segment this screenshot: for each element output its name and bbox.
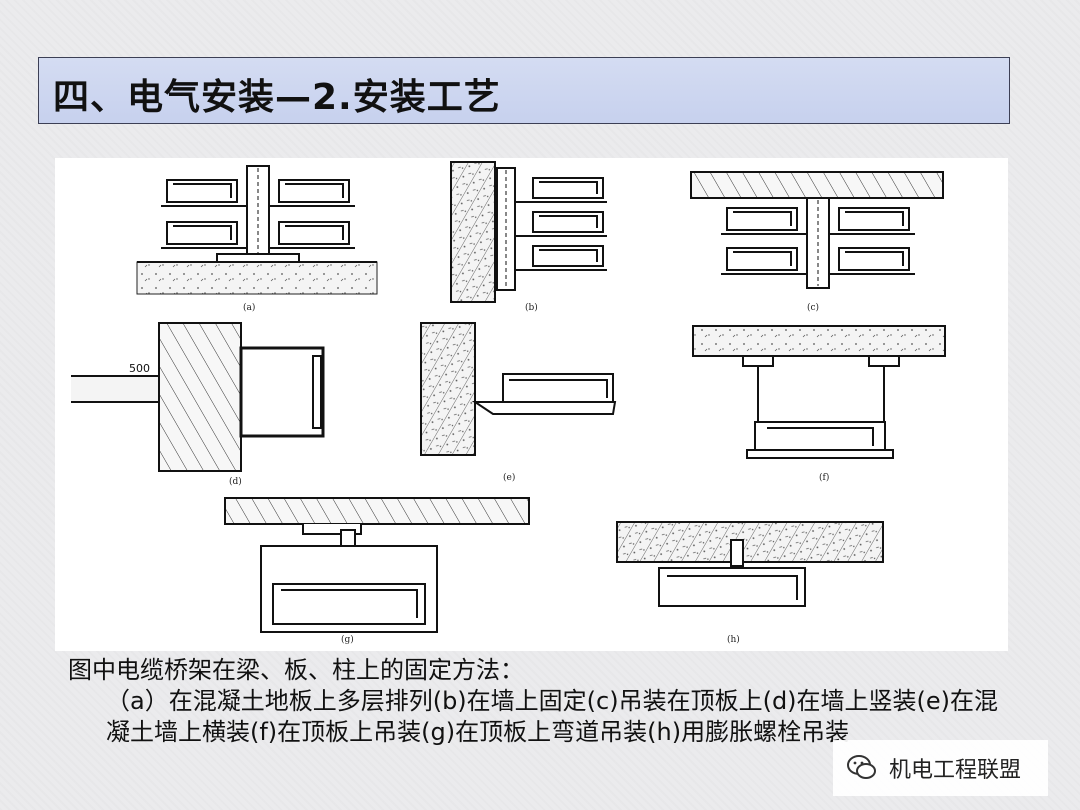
dimension-500: 500 <box>129 362 150 375</box>
drawing-d: 500 (d) <box>71 322 325 487</box>
watermark: 机电工程联盟 <box>833 740 1048 796</box>
label-c: (c) <box>807 302 819 313</box>
label-a: (a) <box>243 302 255 313</box>
label-f: (f) <box>819 472 829 483</box>
drawing-g: (g) <box>224 497 530 645</box>
label-d: (d) <box>229 476 242 487</box>
label-b: (b) <box>525 302 538 313</box>
drawing-b: (b) <box>450 161 607 313</box>
slide-title: 四、电气安装—2.安装工艺 <box>53 77 501 118</box>
label-h: (h) <box>727 634 740 645</box>
cable-tray-installation-figure: (a) (b) <box>55 158 1008 651</box>
installation-drawings: (a) (b) <box>71 161 946 645</box>
watermark-text: 机电工程联盟 <box>889 758 1022 783</box>
drawing-h: (h) <box>616 521 884 645</box>
caption: 图中电缆桥架在梁、板、柱上的固定方法： （a）在混凝土地板上多层排列(b)在墙上… <box>68 655 1008 748</box>
wechat-icon <box>847 755 876 779</box>
label-g: (g) <box>341 634 354 645</box>
drawing-c: (c) <box>690 171 944 313</box>
drawing-e: (e) <box>420 322 617 483</box>
drawing-f: (f) <box>692 325 946 483</box>
title-bar: 四、电气安装—2.安装工艺 <box>38 57 1010 124</box>
drawing-a: (a) <box>136 165 378 313</box>
caption-intro: 图中电缆桥架在梁、板、柱上的固定方法： <box>68 656 524 684</box>
label-e: (e) <box>503 472 515 483</box>
caption-body: （a）在混凝土地板上多层排列(b)在墙上固定(c)吊装在顶板上(d)在墙上竖装(… <box>106 687 999 746</box>
